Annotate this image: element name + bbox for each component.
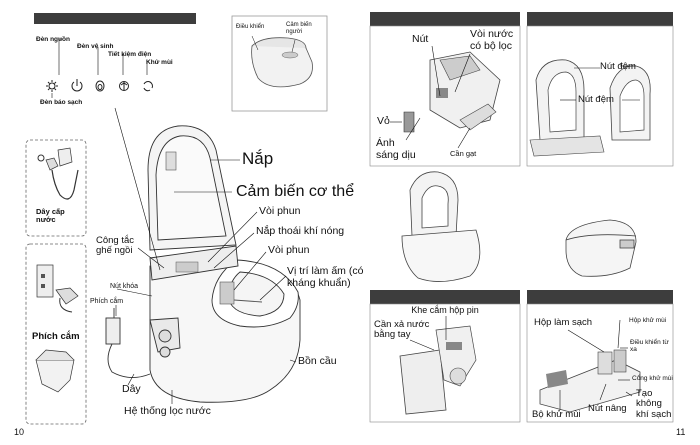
main-toilet-drawing — [147, 125, 301, 403]
sensor-label: Cảm biến người — [286, 22, 312, 35]
indicator-header-bar — [34, 13, 196, 24]
pad2-label: Nút đệm — [578, 94, 614, 105]
bowl-label: Bồn cầu — [298, 355, 337, 367]
valve-label: Vòi nước có bộ lọc — [470, 28, 514, 52]
page-number-right: 11 — [676, 427, 686, 437]
deodor-label: Khử mùi — [146, 59, 173, 66]
deodor-icon — [143, 81, 153, 92]
clean-air-label: Tạo không khí sạch — [636, 388, 672, 420]
power-light-label: Đèn nguồn — [36, 36, 70, 43]
cord-drawing — [105, 308, 151, 378]
panel-deodor — [526, 290, 674, 423]
lid-label: Nắp — [242, 149, 274, 168]
lid-closed-toilet-drawing — [565, 219, 637, 277]
pad1-label: Nút đệm — [600, 61, 636, 72]
plug-small-label: Phích cắm — [90, 298, 124, 305]
panel-battery — [369, 290, 521, 423]
lock-button-label: Nút khóa — [110, 283, 139, 290]
panel-pads — [526, 12, 674, 167]
clean-box-label: Hộp làm sạch — [534, 317, 593, 328]
warm-seat-label: Vị trí làm ấm (có kháng khuẩn) — [287, 265, 364, 289]
soft-light-label: Ánh sáng dịu — [376, 137, 416, 161]
lift-button-label: Nút nâng — [588, 403, 627, 414]
nozzle2-label: Vòi phun — [268, 244, 310, 256]
cord-label: Dây — [122, 383, 141, 395]
hot-air-label: Nắp thoái khí nóng — [256, 225, 345, 237]
middle-toilet-drawing — [401, 171, 481, 282]
remote-control-label: Điều khiển từ xa — [630, 339, 669, 354]
nozzle-label: Vòi phun — [259, 205, 301, 217]
plug-box — [25, 243, 87, 425]
hygiene-light-label: Đèn vệ sinh — [77, 43, 114, 50]
power-icon — [71, 79, 83, 92]
seat-switch-label: Công tắc ghế ngồi — [96, 235, 135, 257]
deodor-box-label: Hộp khử mùi — [629, 317, 667, 324]
clean-indicator-label: Đèn báo sạch — [40, 99, 83, 106]
manual-drain-label: Cần xả nước bằng tay — [374, 319, 430, 341]
remote-label: Điều khiển — [236, 24, 265, 30]
energy-icon — [119, 81, 129, 91]
hygiene-icon — [95, 80, 105, 92]
filter-system-label: Hệ thống lọc nước — [124, 405, 211, 417]
remote-inset — [231, 15, 328, 112]
water-supply-label: Dây cấp nước — [36, 207, 65, 225]
panel-filter — [369, 12, 521, 167]
deodor-port-label: Cổng khử mùi — [632, 375, 673, 382]
cover-label: Vỏ — [377, 115, 390, 127]
plug-label: Phích cắm — [32, 331, 80, 342]
clean-indicator-icon — [46, 80, 58, 92]
page-number-left: 10 — [14, 427, 25, 437]
water-supply-box — [25, 139, 87, 237]
battery-slot-title: Khe cắm hộp pin — [411, 305, 479, 315]
body-sensor-label: Cảm biến cơ thể — [236, 183, 355, 200]
energy-saving-label: Tiết kiệm điện — [108, 51, 152, 58]
button-label: Nút — [412, 33, 429, 45]
deodor-unit-label: Bộ khử mùi — [532, 409, 581, 420]
lever-label: Cần gạt — [450, 149, 477, 158]
